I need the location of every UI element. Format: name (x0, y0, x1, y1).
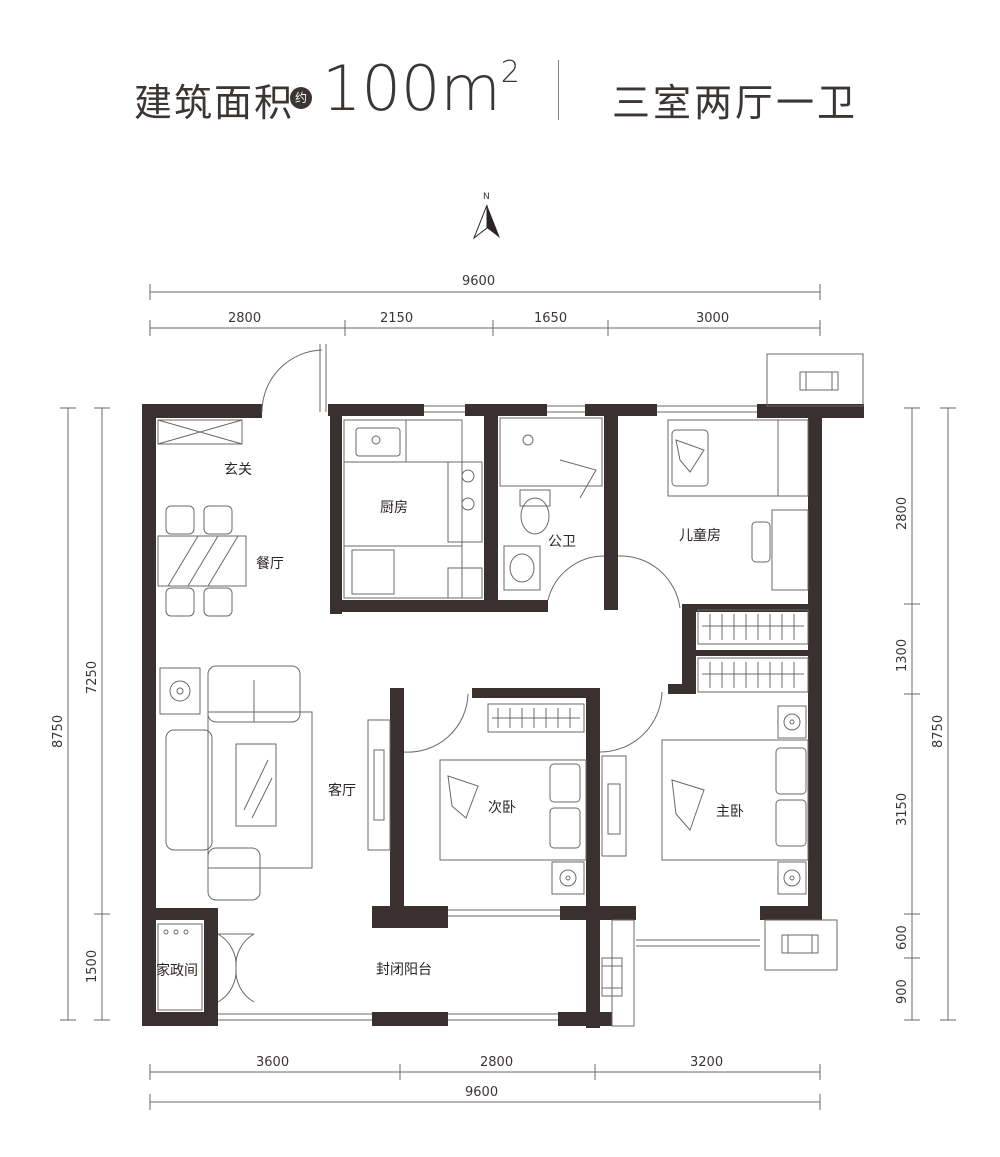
right-inner-dim-5: 900 (895, 979, 910, 1004)
top-dim-1: 2800 (228, 311, 261, 326)
master-bedroom-bed (661, 705, 809, 895)
top-right-balcony (766, 353, 864, 407)
walls (142, 404, 864, 1028)
title-divider (558, 60, 559, 120)
north-label: N (483, 192, 490, 202)
windows (218, 344, 760, 1027)
room-label-entry: 玄关 (224, 461, 252, 478)
left-inner-dim-1: 7250 (85, 661, 100, 694)
top-dim-3: 1650 (534, 311, 567, 326)
north-arrow-icon: N (472, 192, 500, 240)
top-dim-2: 2150 (380, 311, 413, 326)
approx-badge: 约 (290, 87, 312, 109)
kitchen-fixtures (343, 419, 483, 599)
room-label-living: 客厅 (328, 782, 356, 799)
top-dimensions (149, 284, 821, 336)
area-value: 100m2 (322, 52, 520, 125)
second-bedroom-bed (439, 755, 627, 895)
right-inner-dim-2: 1300 (895, 639, 910, 672)
room-label-kitchen: 厨房 (380, 500, 408, 516)
bottom-dim-3: 3200 (690, 1055, 723, 1070)
left-inner-dim-2: 1500 (85, 950, 100, 983)
room-label-dining: 餐厅 (256, 556, 284, 572)
bottom-dim-1: 3600 (256, 1055, 289, 1070)
room-label-master-bedroom: 主卧 (716, 804, 744, 820)
left-dimensions (60, 407, 110, 1021)
header: 建筑面积 约 100m2 三室两厅一卫 (0, 0, 1000, 150)
area-superscript: 2 (500, 55, 520, 91)
room-label-housekeeping: 家政间 (156, 962, 198, 979)
right-outer-dim: 8750 (931, 715, 946, 748)
entry-door-swing (261, 349, 323, 413)
housekeeping-fixtures (157, 923, 255, 1011)
room-label-balcony: 封闭阳台 (376, 962, 432, 978)
dining-table (157, 505, 247, 617)
door-swings (403, 555, 681, 753)
kids-room-bed (667, 419, 809, 591)
living-sofa (159, 665, 391, 901)
wardrobe-hangers (497, 614, 795, 728)
right-inner-dim-4: 600 (895, 925, 910, 950)
right-inner-dim-1: 2800 (895, 497, 910, 530)
right-dimensions (904, 407, 956, 1021)
area-label: 建筑面积 (134, 81, 295, 125)
room-label-bathroom: 公卫 (548, 534, 576, 550)
wardrobes (487, 609, 809, 733)
top-total-dim: 9600 (462, 274, 495, 289)
layout-type: 三室两厅一卫 (612, 81, 859, 125)
left-outer-dim: 8750 (51, 715, 66, 748)
bottom-total-dim: 9600 (465, 1085, 498, 1100)
room-label-second-bedroom: 次卧 (488, 800, 516, 816)
balcony-laundry (601, 957, 623, 997)
bathroom-fixtures (499, 417, 603, 591)
room-label-kids-room: 儿童房 (679, 527, 721, 544)
bottom-dim-2: 2800 (480, 1055, 513, 1070)
area-number: 100m (322, 52, 501, 125)
entry-cabinet (157, 419, 243, 445)
right-inner-dim-3: 3150 (895, 793, 910, 826)
top-dim-4: 3000 (696, 311, 729, 326)
bottom-dimensions (149, 1064, 821, 1110)
bottom-right-balcony (764, 919, 838, 971)
